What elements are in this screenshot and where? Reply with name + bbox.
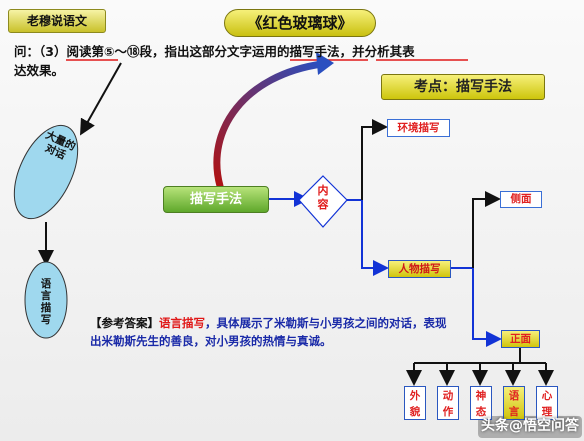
branch-people: [361, 200, 389, 276]
story-title: 《红色玻璃球》: [224, 9, 376, 37]
node-expression: 神态: [470, 386, 492, 420]
content-label: 内容: [317, 184, 329, 211]
language-oval-label: 语言描写: [40, 278, 52, 326]
watermark-bg: [478, 416, 582, 438]
dialogue-oval: [13, 124, 79, 220]
reference-answer: 【参考答案】语言描写，具体展示了米勒斯与小男孩之间的对话，表现出米勒斯先生的善良…: [90, 314, 450, 350]
author-tag: 老穆说语文: [8, 9, 106, 33]
watermark: 头条@悟空问答: [481, 418, 579, 434]
node-appearance: 外貌: [404, 386, 426, 420]
node-side: 侧面: [500, 191, 542, 208]
curved-arrow: [213, 60, 326, 190]
node-speech: 语言: [503, 386, 525, 420]
question-suffix: 达效果。: [14, 63, 65, 78]
question-key-analyze: 并分析其表: [352, 44, 415, 59]
answer-body: ，具体展示了米勒斯与小男孩之间的对话，表现出米勒斯先生的善良，对小男孩的热情与真…: [90, 316, 447, 348]
question-key-method: 描写手法: [289, 44, 340, 59]
node-people: 人物描写: [388, 260, 451, 278]
node-front: 正面: [501, 330, 540, 348]
node-action: 动作: [437, 386, 459, 420]
branch-side: [472, 191, 501, 268]
question-prefix: 问：（3）阅读第⑤～⑱段，指出这部分文字运用的: [14, 44, 290, 59]
curved-arrowhead: [316, 52, 334, 75]
answer-bracket: 【参考答案】: [90, 316, 159, 330]
branch-env: [361, 119, 388, 200]
arrow-question-to-dialogue: [80, 62, 122, 136]
language-oval: [24, 261, 68, 339]
branch-front: [472, 268, 502, 347]
exam-point-box: 考点：描写手法: [381, 74, 545, 100]
question-middle: ，: [339, 44, 353, 59]
node-environment: 环境描写: [387, 119, 450, 137]
root-node-describe-method: 描写手法: [163, 186, 269, 213]
node-psychology: 心理: [536, 386, 558, 420]
answer-highlight: 语言描写: [159, 316, 205, 330]
content-diamond: [298, 175, 348, 228]
question-text: 问：（3）阅读第⑤～⑱段，指出这部分文字运用的描写手法，并分析其表达效果。: [14, 42, 469, 80]
